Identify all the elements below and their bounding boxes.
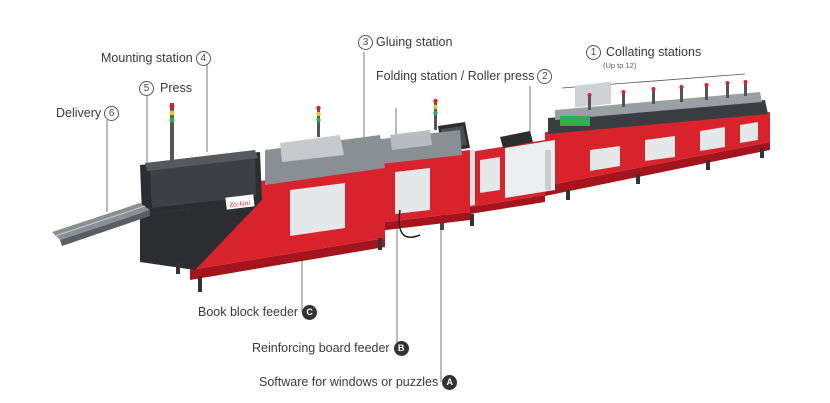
number-6-badge: 6 [104, 106, 120, 121]
label-software-text: Software for windows or puzzles [259, 375, 439, 390]
number-2-badge: 2 [537, 69, 553, 84]
machine-legs [176, 148, 764, 292]
label-folding-station: Folding station / Roller press 2 [376, 69, 555, 84]
collating-beacons [560, 80, 748, 126]
label-collating-text: Collating stations [606, 45, 702, 60]
label-delivery-text: Delivery [56, 106, 102, 121]
folding-section [470, 131, 555, 214]
collating-section [545, 81, 770, 196]
label-delivery: Delivery 6 [56, 106, 122, 121]
label-folding-text: Folding station / Roller press [376, 69, 535, 84]
label-gluing-text: Gluing station [376, 35, 453, 50]
label-software-windows-puzzles: Software for windows or puzzles A [259, 375, 458, 390]
label-collating-stations: 1 Collating stations [583, 45, 701, 60]
brand-text: Zechini [229, 199, 251, 210]
label-gluing-station: 3 Gluing station [355, 35, 452, 50]
brand-plate [225, 194, 255, 210]
label-press-text: Press [160, 81, 192, 96]
number-1-badge: 1 [586, 45, 601, 60]
label-book-block-feeder: Book block feeder C [198, 305, 318, 320]
number-4-badge: 4 [195, 51, 211, 66]
label-mounting-text: Mounting station [101, 51, 193, 66]
label-reinforcing-board-feeder: Reinforcing board feeder B [252, 341, 409, 356]
label-mounting-station: Mounting station 4 [101, 51, 214, 66]
delivery-conveyor [52, 203, 150, 246]
gluing-section [370, 98, 470, 238]
label-reinforcing-text: Reinforcing board feeder [252, 341, 390, 356]
label-book-block-text: Book block feeder [198, 305, 299, 320]
number-3-badge: 3 [358, 35, 373, 50]
letter-c-badge: C [302, 305, 318, 320]
letter-b-badge: B [393, 341, 409, 356]
label-press: 5 Press [136, 81, 192, 96]
number-5-badge: 5 [139, 81, 154, 96]
label-collating-sub: (Up to 12) [603, 61, 637, 70]
letter-a-badge: A [442, 375, 458, 390]
